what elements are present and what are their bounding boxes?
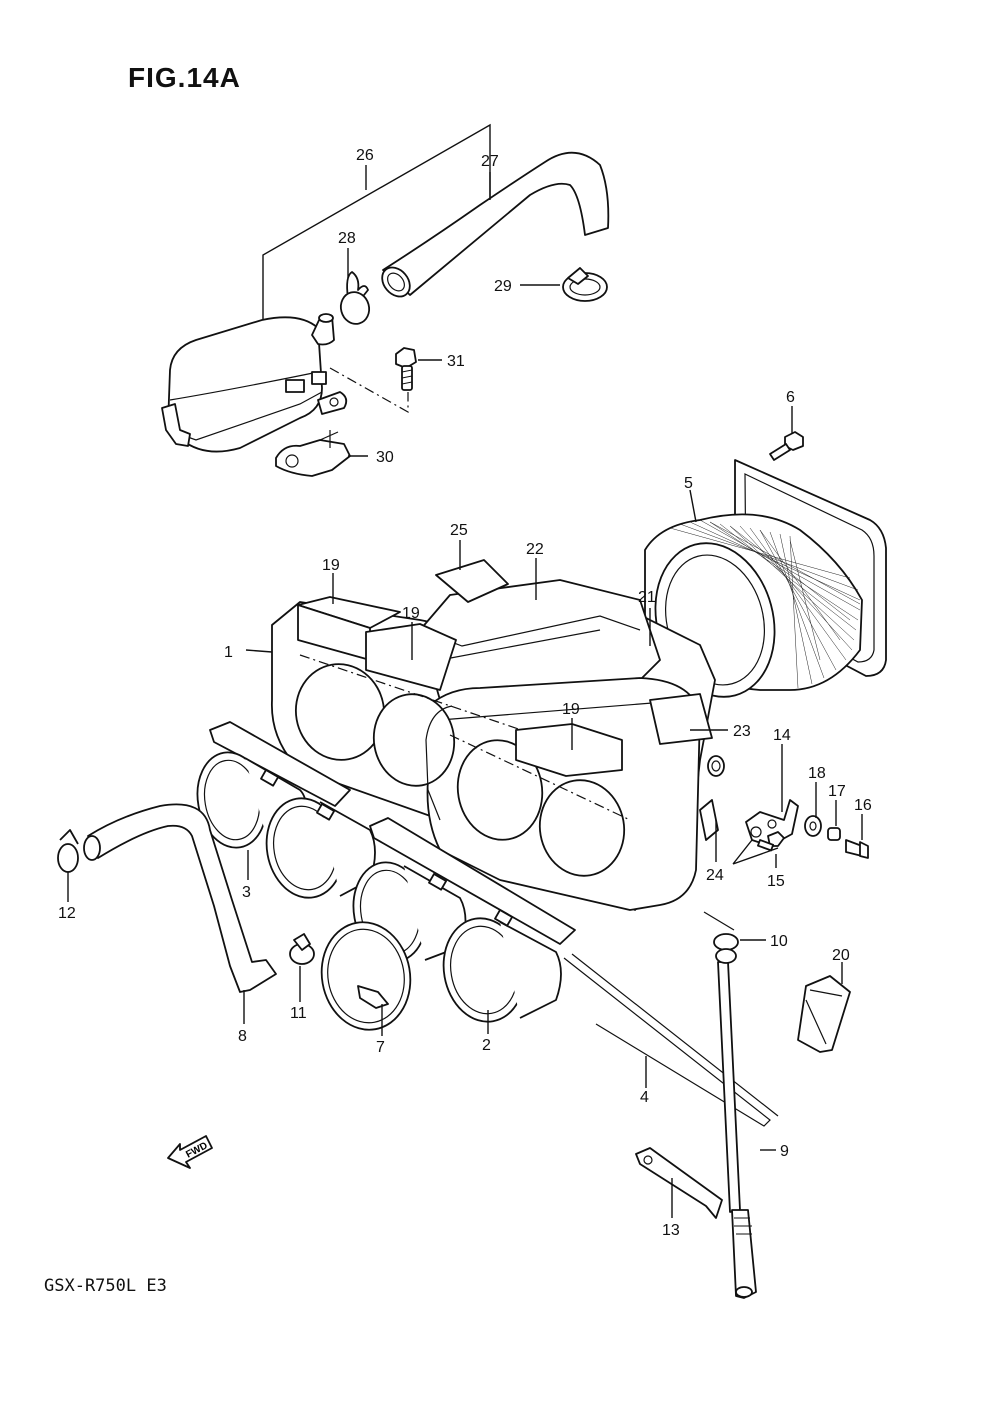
callout-7: 7 xyxy=(376,1039,385,1056)
air-cleaner-case xyxy=(271,579,719,911)
callout-24: 24 xyxy=(706,867,724,884)
callout-3: 3 xyxy=(242,884,251,901)
clamp-10 xyxy=(703,911,739,964)
callout-17: 17 xyxy=(828,783,846,800)
screw-6 xyxy=(769,431,804,461)
callout-12: 12 xyxy=(58,905,76,922)
breather-cover-assembly xyxy=(161,123,491,453)
gasket-25 xyxy=(435,559,509,603)
clamp-28 xyxy=(339,271,371,325)
callout-8: 8 xyxy=(238,1028,247,1045)
callout-9: 9 xyxy=(780,1143,789,1160)
callout-27: 27 xyxy=(481,153,499,170)
leader-lines xyxy=(67,165,863,1218)
callout-4: 4 xyxy=(640,1089,649,1106)
callout-29: 29 xyxy=(494,278,512,295)
hose-8 xyxy=(83,803,277,993)
holder-plate-a xyxy=(209,721,351,807)
label-19b xyxy=(365,623,457,691)
screw-15 xyxy=(757,831,785,852)
callout-19c: 19 xyxy=(562,701,580,718)
intake-pipes xyxy=(196,721,576,1023)
clip-12 xyxy=(57,829,79,873)
group-bracket-26-27 xyxy=(262,123,491,322)
collar-17 xyxy=(827,827,841,841)
fwd-arrow-icon: FWD xyxy=(167,1135,213,1169)
callout-14: 14 xyxy=(773,727,791,744)
fwd-label: FWD xyxy=(184,1140,209,1160)
bracket-14 xyxy=(745,799,799,847)
clip-13 xyxy=(635,1147,723,1219)
callout-20: 20 xyxy=(832,947,850,964)
callout-30: 30 xyxy=(376,449,394,466)
callout-19b: 19 xyxy=(402,605,420,622)
clamp-29 xyxy=(562,267,608,302)
callout-10: 10 xyxy=(770,933,788,950)
case-mount-24 xyxy=(699,799,719,841)
callout-16: 16 xyxy=(854,797,872,814)
rod-4 xyxy=(563,957,771,1127)
filter-mesh xyxy=(669,519,861,689)
damper-18 xyxy=(804,815,822,837)
callout-numbers: 26 27 28 29 31 30 6 5 25 22 19 19 21 1 1… xyxy=(58,147,872,1239)
hose-27 xyxy=(382,151,610,296)
callout-31: 31 xyxy=(447,353,465,370)
callout-5: 5 xyxy=(684,475,693,492)
plate-23 xyxy=(649,693,713,745)
callout-6: 6 xyxy=(786,389,795,406)
callout-28: 28 xyxy=(338,230,356,247)
callout-1: 1 xyxy=(224,644,233,661)
case-port-1 xyxy=(294,663,386,761)
bolt-31 xyxy=(395,347,417,391)
figure-title: FIG.14A xyxy=(128,62,241,93)
breather-cover xyxy=(167,316,323,453)
bracket-30 xyxy=(275,430,351,477)
callout-18: 18 xyxy=(808,765,826,782)
grommet xyxy=(707,755,725,777)
bolt-path-dashed xyxy=(329,367,409,414)
callout-2: 2 xyxy=(482,1037,491,1054)
callout-13: 13 xyxy=(662,1222,680,1239)
model-code: GSX-R750L E3 xyxy=(44,1276,167,1296)
callout-21: 21 xyxy=(638,589,656,606)
callout-11: 11 xyxy=(290,1005,307,1022)
drain-hose-9 xyxy=(717,961,757,1299)
bolt-16 xyxy=(845,839,869,859)
callout-23: 23 xyxy=(733,723,751,740)
callout-19a: 19 xyxy=(322,557,340,574)
callout-22: 22 xyxy=(526,541,544,558)
breather-hose xyxy=(381,151,610,298)
callout-25: 25 xyxy=(450,522,468,539)
case-port-3 xyxy=(456,739,544,841)
clamp-11 xyxy=(289,933,315,965)
breather-clip xyxy=(161,403,191,447)
callout-26: 26 xyxy=(356,147,374,164)
case-port-4 xyxy=(538,779,626,877)
callout-15: 15 xyxy=(767,873,785,890)
cover-20 xyxy=(797,975,851,1053)
